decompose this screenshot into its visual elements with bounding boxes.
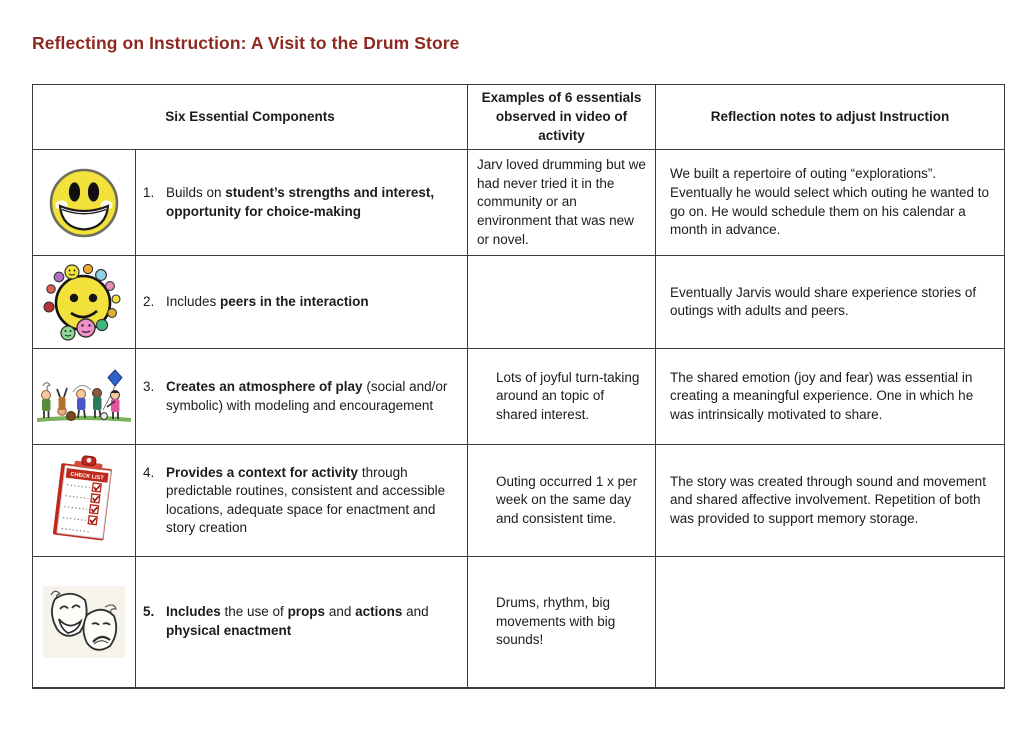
table-row: 2. Includes peers in the interaction Eve… [32,255,1006,350]
reflection-cell: Eventually Jarvis would share experience… [655,255,1006,350]
theater-masks-icon [35,581,133,663]
reflection-cell [655,556,1006,689]
table-row: CHECK LIST [32,444,1006,558]
component-text: Creates an atmosphere of play (social an… [166,379,448,413]
component-cell: 1. Builds on student’s strengths and int… [134,149,469,257]
icon-cell [32,556,136,689]
example-cell [467,255,657,350]
reflection-table: Six Essential Components Examples of 6 e… [31,84,1006,689]
reflection-cell: The shared emotion (joy and fear) was es… [655,348,1006,446]
component-text: Builds on student’s strengths and intere… [166,185,435,219]
component-text: Includes the use of props and actions an… [166,604,429,638]
icon-cell [32,149,136,257]
header-reflection: Reflection notes to adjust Instruction [655,84,1006,151]
reflection-cell: We built a repertoire of outing “explora… [655,149,1006,257]
children-playing-icon [35,368,133,426]
component-text: Includes peers in the interaction [166,293,369,309]
table-row: 1. Builds on student’s strengths and int… [32,149,1006,257]
svg-text:CHECK LIST: CHECK LIST [70,471,105,481]
smiley-face-icon [35,166,133,240]
example-cell: Jarv loved drumming but we had never tri… [467,149,657,257]
example-cell: Lots of joyful turn-taking around an top… [467,348,657,446]
reflection-cell: The story was created through sound and … [655,444,1006,558]
page-title: Reflecting on Instruction: A Visit to th… [32,33,460,53]
icon-cell [32,255,136,350]
table-row: 5. Includes the use of props and actions… [32,556,1006,689]
component-number: 5. [143,604,155,620]
header-examples: Examples of 6 essentials observed in vid… [467,84,657,151]
header-row: Six Essential Components Examples of 6 e… [31,84,1006,151]
component-number: 4. [143,464,155,480]
table-row: 3. Creates an atmosphere of play (social… [32,348,1006,446]
component-number: 3. [143,379,155,395]
checklist-clipboard-icon: CHECK LIST [35,453,133,549]
component-number: 1. [143,185,155,201]
example-cell: Outing occurred 1 x per week on the same… [467,444,657,558]
component-cell: 4. Provides a context for activity throu… [134,444,469,558]
component-cell: 2. Includes peers in the interaction [134,255,469,350]
example-cell: Drums, rhythm, big movements with big so… [467,556,657,689]
component-cell: 3. Creates an atmosphere of play (social… [134,348,469,446]
icon-cell [32,348,136,446]
peer-smileys-icon [35,261,133,343]
icon-cell: CHECK LIST [32,444,136,558]
component-text: Provides a context for activity through … [166,464,446,536]
component-cell: 5. Includes the use of props and actions… [134,556,469,689]
component-number: 2. [143,293,155,309]
header-components: Six Essential Components [31,84,469,151]
